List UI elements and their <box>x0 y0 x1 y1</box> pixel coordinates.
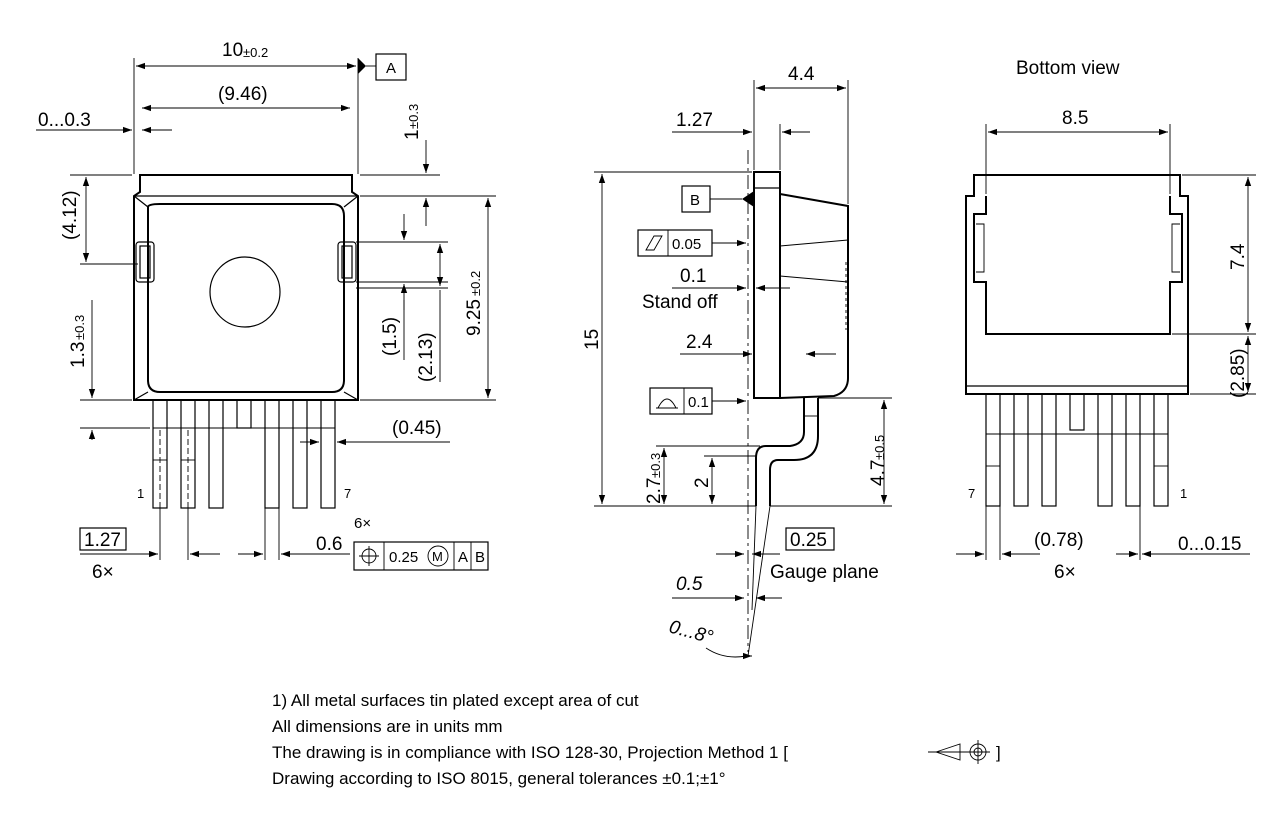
dim-ref-285: (2.85) <box>1228 348 1249 398</box>
dim-bend-h: 2.7 <box>644 478 665 504</box>
dim-angle: 0...8° <box>667 617 716 649</box>
standoff-label: Stand off <box>642 292 718 313</box>
dim-lead-len: 4.7 <box>868 460 889 486</box>
front-body-outline <box>133 174 359 401</box>
projection-method-icon <box>928 740 990 764</box>
note-line-1: 1) All metal surfaces tin plated except … <box>272 691 639 710</box>
dim-foot: 0.5 <box>676 574 703 595</box>
bottom-leads <box>985 393 1169 507</box>
flatness-frame: 0.05 <box>637 229 746 257</box>
bottom-body-outline <box>965 174 1189 395</box>
dim-top-step-tol: ±0.3 <box>406 104 421 129</box>
datum-b: B <box>690 192 700 209</box>
mmc-icon <box>427 545 449 567</box>
flat-tol: 0.05 <box>672 236 701 253</box>
side-view: 4.4 1.27 B 0.05 0.1 Stand off 15 2.4 <box>582 64 892 660</box>
gauge-box <box>785 527 835 551</box>
bottom-pin-last: 1 <box>1180 486 1187 501</box>
dim-tab-h: (1.5) <box>380 317 401 356</box>
dim-inner-width: (9.46) <box>218 84 268 105</box>
bottom-view: Bottom view 7 1 8.5 7.4 <box>956 58 1256 583</box>
dim-lead-len-tol: ±0.5 <box>872 435 887 460</box>
dim-tab-h2: (2.13) <box>416 332 437 382</box>
note-line-3-end: ] <box>996 743 1001 762</box>
bottom-pad-outline <box>973 196 1183 335</box>
bottom-view-title: Bottom view <box>1016 58 1120 79</box>
dim-height: 9.25 <box>464 299 485 336</box>
datum-a-frame <box>375 53 407 81</box>
side-tab <box>753 171 781 399</box>
bottom-pin-first: 7 <box>968 486 975 501</box>
note-line-3: The drawing is in compliance with ISO 12… <box>272 743 788 762</box>
front-leads <box>152 399 336 509</box>
position-tolerance-frame: 0.25 M A B <box>353 541 489 571</box>
side-lead-inner <box>769 398 819 506</box>
gauge-label: Gauge plane <box>770 562 879 583</box>
dim-gauge: 0.25 <box>790 530 827 551</box>
dim-lead-width: 0.6 <box>316 534 342 555</box>
pos-b: B <box>475 549 485 566</box>
dim-width-tol: ±0.2 <box>243 45 268 60</box>
dim-standoff: 0.1 <box>680 266 706 287</box>
dim-top-step: 1 <box>402 129 423 140</box>
dim-pitch-count: 6× <box>92 562 114 583</box>
pos-tol: 0.25 <box>389 549 418 566</box>
profile-frame: 0.1 <box>649 387 746 415</box>
dim-offset: 0...0.3 <box>38 110 91 131</box>
front-view: 10 ±0.2 A (9.46) 0...0.3 1 ±0.3 (4.12) 9… <box>36 40 496 583</box>
dim-ref-078: (0.78) <box>1034 530 1084 551</box>
pitch-box <box>79 527 127 551</box>
dim-pitch: 1.27 <box>84 530 121 551</box>
side-body <box>779 193 849 399</box>
dim-bend-h-tol: ±0.3 <box>648 453 663 478</box>
dim-bend-2: 2 <box>692 477 713 488</box>
dim-lead-w: (0.45) <box>392 418 442 439</box>
dim-top-w: 4.4 <box>788 64 815 85</box>
dim-range: 0...0.15 <box>1178 534 1241 555</box>
dim-width: 10 <box>222 40 243 61</box>
dim-bottom-height: 7.4 <box>1228 243 1249 270</box>
pos-mod: M <box>432 549 443 564</box>
dim-lead-pos: 2.4 <box>686 332 713 353</box>
side-lead-outer <box>755 398 805 506</box>
dim-total-h: 15 <box>582 329 603 350</box>
note-line-2: All dimensions are in units mm <box>272 717 503 736</box>
front-pin-last: 7 <box>344 486 351 501</box>
pos-a: A <box>458 549 468 566</box>
note-line-4: Drawing according to ISO 8015, general t… <box>272 769 726 788</box>
dim-bottom-count: 6× <box>1054 562 1076 583</box>
pos-count: 6× <box>354 515 371 532</box>
flatness-icon <box>645 235 663 251</box>
front-pin-first: 1 <box>137 486 144 501</box>
ejector-pin-mark <box>209 256 281 328</box>
datum-b-frame <box>681 185 711 213</box>
datum-a: A <box>386 60 396 77</box>
dim-lead-off: 1.3 <box>68 342 89 368</box>
front-tab-outline <box>147 203 345 393</box>
profile-icon <box>656 398 678 409</box>
dim-ref-412: (4.12) <box>60 190 81 240</box>
dim-lead-off-tol: ±0.3 <box>72 315 87 340</box>
dim-height-tol: ±0.2 <box>468 271 483 296</box>
drawing-notes: 1) All metal surfaces tin plated except … <box>272 691 1001 788</box>
dim-bottom-width: 8.5 <box>1062 108 1088 129</box>
dim-lead-t: 1.27 <box>676 110 713 131</box>
profile-tol: 0.1 <box>688 394 709 411</box>
